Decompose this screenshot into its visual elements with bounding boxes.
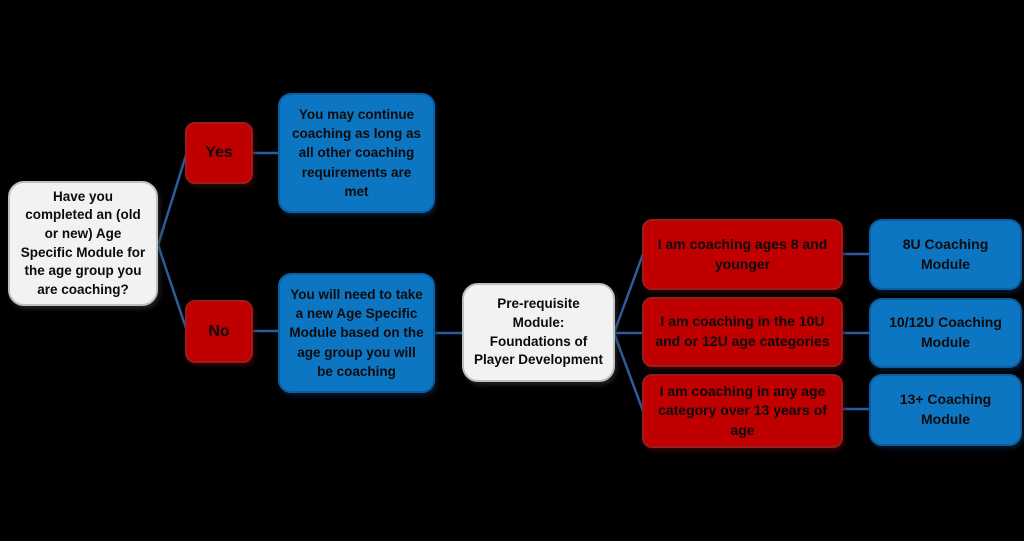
connector-question-yes — [156, 151, 189, 246]
connector-prerequisite-cond-13 — [612, 332, 645, 412]
yes-box: Yes — [185, 122, 253, 184]
condition-text-10-12: I am coaching in the 10U and or 12U age … — [655, 313, 830, 349]
no-box: No — [185, 300, 253, 363]
condition-text-13: I am coaching in any age category over 1… — [658, 382, 827, 438]
module-box-8u: 8U Coaching Module — [869, 219, 1022, 290]
connector-prerequisite-cond-8u — [612, 253, 645, 334]
no-outcome-text: You will need to take a new Age Specific… — [289, 287, 424, 379]
no-label: No — [208, 322, 230, 340]
condition-text-8u: I am coaching ages 8 and younger — [657, 235, 828, 272]
module-box-10-12: 10/12U Coaching Module — [869, 298, 1022, 368]
question-box: Have you completed an (old or new) Age S… — [8, 181, 158, 306]
yes-label: Yes — [205, 144, 233, 161]
condition-box-13: I am coaching in any age category over 1… — [642, 374, 843, 448]
module-text-13: 13+ Coaching Module — [899, 391, 992, 427]
question-text: Have you completed an (old or new) Age S… — [20, 188, 146, 297]
prerequisite-text: Pre-requisite Module: Foundations of Pla… — [473, 296, 604, 368]
module-text-8u: 8U Coaching Module — [902, 235, 989, 272]
yes-outcome-box: You may continue coaching as long as all… — [278, 93, 435, 213]
module-text-10-12: 10/12U Coaching Module — [889, 314, 1002, 350]
no-outcome-box: You will need to take a new Age Specific… — [278, 273, 435, 393]
condition-box-8u: I am coaching ages 8 and younger — [642, 219, 843, 290]
yes-outcome-text: You may continue coaching as long as all… — [291, 107, 422, 199]
prerequisite-box: Pre-requisite Module: Foundations of Pla… — [462, 283, 615, 382]
condition-box-10-12: I am coaching in the 10U and or 12U age … — [642, 297, 843, 367]
module-box-13: 13+ Coaching Module — [869, 374, 1022, 446]
connector-question-no — [156, 244, 189, 332]
